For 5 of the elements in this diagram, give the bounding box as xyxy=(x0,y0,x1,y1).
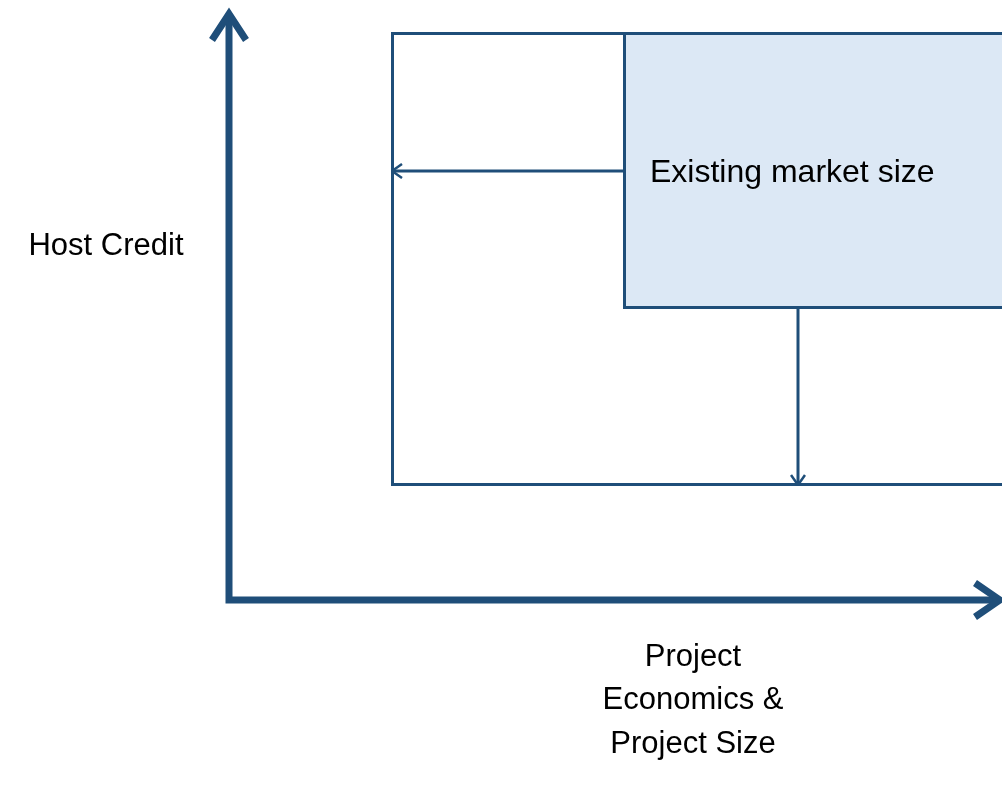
box-label: Existing market size xyxy=(650,153,935,190)
axis-label: Host Credit xyxy=(27,226,185,264)
market-box xyxy=(623,32,1002,309)
range-box xyxy=(391,32,1002,486)
axis-label: Project Economics & Project Size xyxy=(601,637,785,762)
